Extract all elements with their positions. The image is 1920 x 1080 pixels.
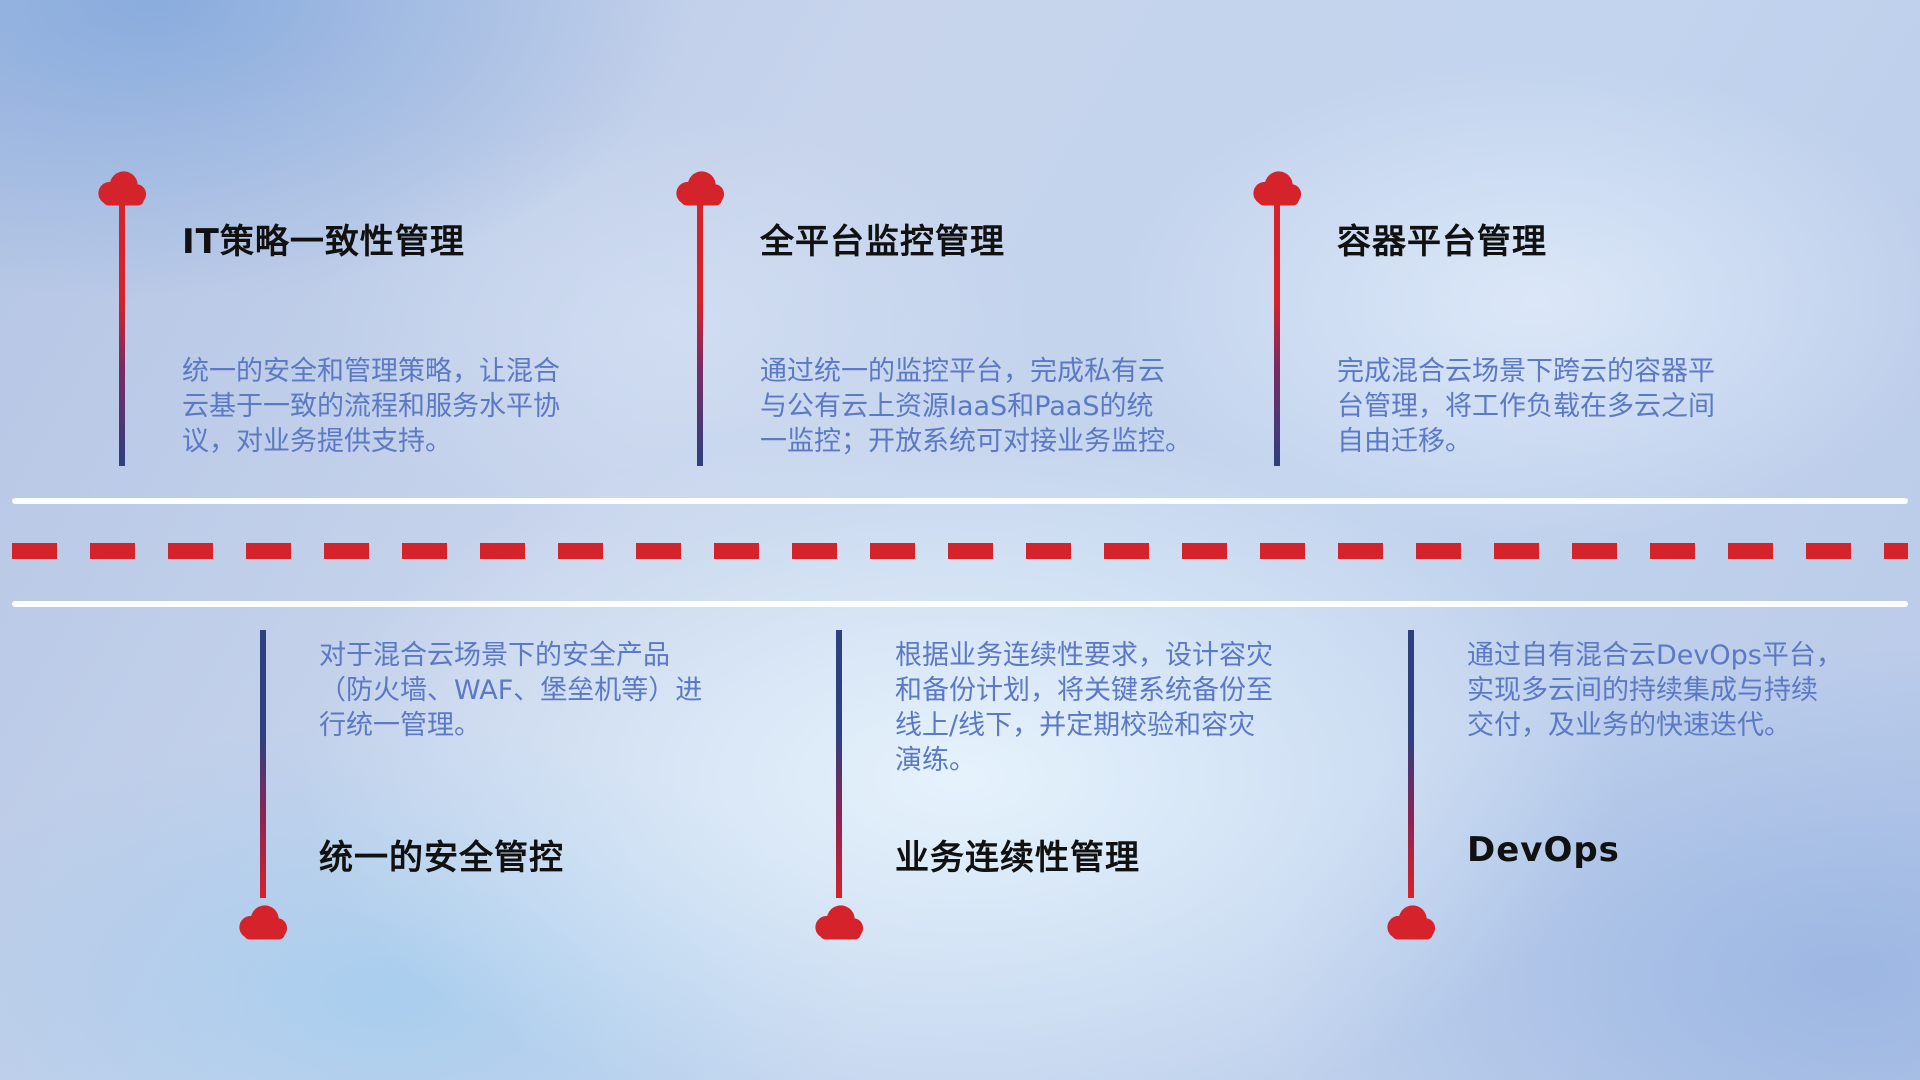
cloud-icon (235, 902, 291, 942)
connector-line (260, 630, 266, 898)
top-item-it-policy: IT策略一致性管理 统一的安全和管理策略，让混合 云基于一致的流程和服务水平协 … (94, 168, 614, 588)
connector-line (1408, 630, 1414, 898)
connector-line (119, 202, 125, 466)
cloud-icon (811, 902, 867, 942)
connector-line (836, 630, 842, 898)
bottom-item-devops: 通过自有混合云DevOps平台， 实现多云间的持续集成与持续 交付，及业务的快速… (1383, 630, 1903, 1050)
top-item-container-platform: 容器平台管理 完成混合云场景下跨云的容器平 台管理，将工作负载在多云之间 自由迁… (1249, 168, 1769, 588)
item-description: 通过自有混合云DevOps平台， 实现多云间的持续集成与持续 交付，及业务的快速… (1467, 640, 1843, 741)
item-title: 全平台监控管理 (760, 222, 1005, 262)
item-description: 完成混合云场景下跨云的容器平 台管理，将工作负载在多云之间 自由迁移。 (1337, 356, 1715, 457)
item-title: 容器平台管理 (1337, 222, 1547, 262)
divider-line-bottom (12, 601, 1908, 607)
item-description: 通过统一的监控平台，完成私有云 与公有云上资源IaaS和PaaS的统 一监控；开… (760, 356, 1192, 457)
connector-line (697, 202, 703, 466)
divider-dashed-line (12, 543, 1908, 559)
cloud-icon (94, 168, 150, 208)
item-title: 业务连续性管理 (895, 838, 1140, 878)
top-item-monitoring: 全平台监控管理 通过统一的监控平台，完成私有云 与公有云上资源IaaS和PaaS… (672, 168, 1192, 588)
connector-line (1274, 202, 1280, 466)
cloud-icon (1383, 902, 1439, 942)
item-title: IT策略一致性管理 (182, 222, 465, 262)
item-description: 统一的安全和管理策略，让混合 云基于一致的流程和服务水平协 议，对业务提供支持。 (182, 356, 560, 457)
item-description: 根据业务连续性要求，设计容灾 和备份计划，将关键系统备份至 线上/线下，并定期校… (895, 640, 1273, 776)
item-title: DevOps (1467, 830, 1620, 870)
item-description: 对于混合云场景下的安全产品 （防火墙、WAF、堡垒机等）进 行统一管理。 (319, 640, 703, 741)
bottom-item-business-continuity: 根据业务连续性要求，设计容灾 和备份计划，将关键系统备份至 线上/线下，并定期校… (811, 630, 1331, 1050)
bottom-item-security: 对于混合云场景下的安全产品 （防火墙、WAF、堡垒机等）进 行统一管理。 统一的… (235, 630, 755, 1050)
cloud-icon (1249, 168, 1305, 208)
divider-line-top (12, 498, 1908, 504)
cloud-icon (672, 168, 728, 208)
item-title: 统一的安全管控 (319, 838, 564, 878)
